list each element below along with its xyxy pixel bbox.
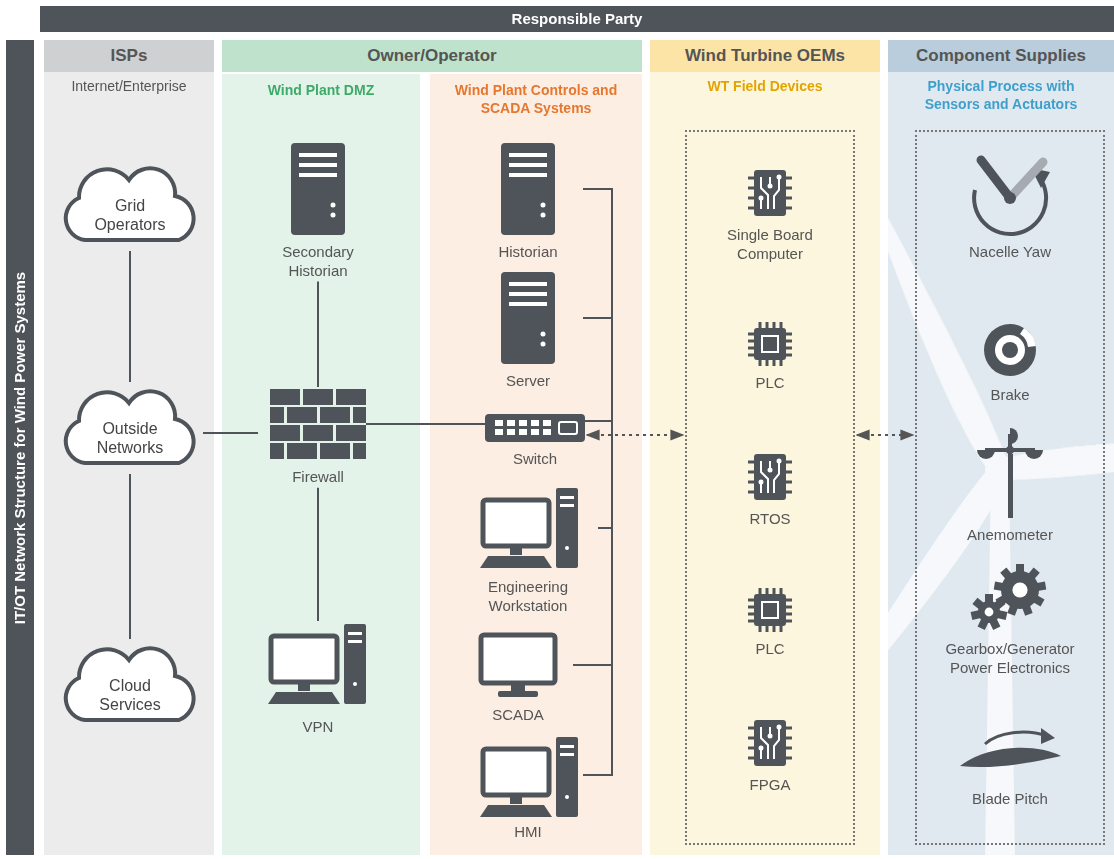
network-link: [129, 251, 131, 382]
column-header: ISPs: [44, 40, 214, 72]
ws-icon: [480, 486, 576, 570]
device-node: PLC: [705, 322, 835, 393]
column-panel: Wind Turbine OEMsWT Field DevicesSingle …: [650, 40, 880, 855]
device-node: Firewall: [258, 388, 378, 487]
device-node: Engineering Workstation: [458, 486, 598, 616]
column-subtitle: Internet/Enterprise: [44, 72, 214, 96]
device-label: SCADA: [463, 706, 573, 725]
column-header: Component Supplies: [888, 40, 1114, 72]
side-band: IT/OT Network Structure for Wind Power S…: [6, 40, 34, 855]
board-icon: [748, 168, 792, 218]
device-label: PLC: [705, 640, 835, 659]
switch-icon: [485, 414, 585, 442]
pitch-icon: [955, 722, 1065, 782]
column-panel: Owner/OperatorWind Plant DMZ Secondary Hi…: [222, 40, 642, 855]
brake-icon: [982, 322, 1038, 378]
side-title: IT/OT Network Structure for Wind Power S…: [10, 50, 30, 845]
ws-icon: [480, 735, 576, 815]
device-label: Firewall: [258, 468, 378, 487]
board-icon: [748, 452, 792, 502]
device-node: Nacelle Yaw: [925, 150, 1095, 262]
column-header: Owner/Operator: [222, 40, 642, 72]
device-node: Anemometer: [925, 428, 1095, 545]
cloud-label: Outside Networks: [80, 419, 180, 457]
gears-icon: [970, 562, 1050, 632]
column-panel: Component SuppliesPhysical Process with …: [888, 40, 1114, 855]
device-label: FPGA: [705, 776, 835, 795]
cloud-node: Grid Operators: [55, 160, 205, 250]
network-link: [583, 189, 612, 421]
column-header: Wind Turbine OEMs: [650, 40, 880, 72]
monitor-icon: [478, 632, 558, 698]
device-node: Switch: [485, 414, 585, 469]
board-icon: [748, 718, 792, 768]
device-label: Engineering Workstation: [458, 578, 598, 616]
network-link: [366, 423, 485, 425]
cloud-label: Cloud Services: [80, 676, 180, 714]
device-label: Single Board Computer: [705, 226, 835, 264]
device-label: VPN: [258, 718, 378, 737]
anemo-icon: [975, 428, 1045, 518]
sub-panel: Wind Plant DMZ Secondary HistorianFirewal…: [222, 74, 420, 855]
device-label: Brake: [925, 386, 1095, 405]
zone-title: Wind Plant DMZ: [222, 74, 420, 100]
device-label: Secondary Historian: [258, 243, 378, 281]
server-icon: [501, 143, 555, 235]
ws-icon: [268, 622, 368, 710]
cloud-node: Outside Networks: [55, 383, 205, 473]
device-node: Gearbox/Generator Power Electronics: [930, 562, 1090, 678]
device-label: Blade Pitch: [925, 790, 1095, 809]
network-link: [583, 318, 612, 421]
cloud-label: Grid Operators: [80, 196, 180, 234]
network-link: [203, 432, 258, 434]
band-title: Responsible Party: [40, 6, 1114, 32]
sub-panel: Wind Plant Controls and SCADA SystemsHis…: [430, 74, 642, 855]
column-subtitle: WT Field Devices: [650, 72, 880, 96]
data-link-arrow: [587, 434, 683, 436]
network-link: [317, 488, 319, 621]
device-node: Blade Pitch: [925, 722, 1095, 809]
device-label: Server: [473, 372, 583, 391]
device-node: Historian: [473, 143, 583, 262]
device-node: Secondary Historian: [258, 143, 378, 281]
device-label: Gearbox/Generator Power Electronics: [930, 640, 1090, 678]
device-node: RTOS: [705, 452, 835, 529]
device-node: SCADA: [463, 632, 573, 725]
column-panel: ISPsInternet/EnterpriseGrid OperatorsOut…: [44, 40, 214, 855]
network-link: [583, 421, 612, 775]
device-label: HMI: [473, 823, 583, 842]
device-label: RTOS: [705, 510, 835, 529]
network-link: [317, 282, 319, 388]
server-icon: [501, 272, 555, 364]
chip-icon: [748, 588, 792, 632]
device-node: VPN: [258, 622, 378, 737]
device-node: Server: [473, 272, 583, 391]
turbine-illustration: [888, 40, 1114, 855]
network-link: [129, 474, 131, 639]
chip-icon: [748, 322, 792, 366]
firewall-icon: [270, 388, 366, 460]
yaw-icon: [955, 150, 1065, 235]
network-link: [573, 421, 612, 665]
server-icon: [291, 143, 345, 235]
device-node: HMI: [473, 735, 583, 842]
device-label: Anemometer: [925, 526, 1095, 545]
device-node: Brake: [925, 322, 1095, 405]
cloud-node: Cloud Services: [55, 640, 205, 730]
network-link: [585, 421, 612, 528]
column-subtitle: Physical Process with Sensors and Actuat…: [888, 72, 1114, 113]
zone-title: Wind Plant Controls and SCADA Systems: [430, 74, 642, 117]
device-node: Single Board Computer: [705, 168, 835, 264]
device-node: FPGA: [705, 718, 835, 795]
header-band: Responsible Party: [40, 6, 1114, 32]
device-node: PLC: [705, 588, 835, 659]
data-link-arrow: [857, 434, 913, 436]
device-label: PLC: [705, 374, 835, 393]
device-label: Switch: [485, 450, 585, 469]
device-label: Historian: [473, 243, 583, 262]
device-label: Nacelle Yaw: [925, 243, 1095, 262]
